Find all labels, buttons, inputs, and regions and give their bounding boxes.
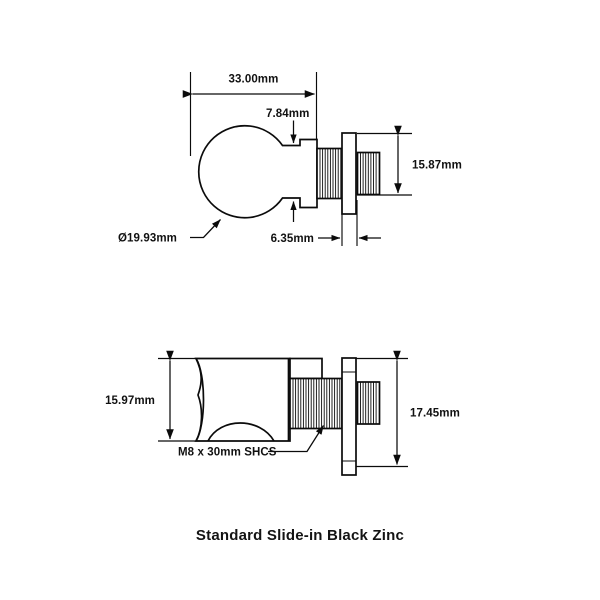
dim-label-flange-height: 15.87mm xyxy=(412,160,462,172)
flange-plate-top xyxy=(341,132,357,215)
body-relief-arc xyxy=(207,422,275,442)
screw-head-outline xyxy=(289,357,323,380)
body-outline xyxy=(194,357,291,442)
dimension-neck-width: 7.84mm xyxy=(266,108,309,222)
dimension-assembly-height: 17.45mm xyxy=(356,350,460,468)
ball-head-outline xyxy=(197,124,318,219)
note-label-fastener: M8 x 30mm SHCS xyxy=(178,447,277,459)
nut-thread-hatch xyxy=(360,382,377,424)
ball-stud-body xyxy=(197,124,318,219)
nut-boss-top xyxy=(356,151,381,196)
shank-thread-hatch xyxy=(319,148,342,199)
drawing-title: Standard Slide-in Black Zinc xyxy=(196,527,404,544)
dimension-overall-length: 33.00mm xyxy=(182,72,318,156)
leader-line xyxy=(190,219,221,239)
dimension-shank-length: 6.35mm xyxy=(271,200,381,246)
dim-label-overall-length: 33.00mm xyxy=(229,74,279,86)
dimension-ball-diameter: Ø19.93mm xyxy=(118,219,221,245)
dim-label-neck-width: 7.84mm xyxy=(266,108,309,120)
side-view-group: 15.97mm M8 x 30mm SHCS 17.45mm xyxy=(105,350,460,476)
nut-thread-hatch xyxy=(360,152,377,195)
shank-thread-hatch xyxy=(292,378,341,429)
nut-boss-bottom xyxy=(356,381,381,425)
slide-in-body xyxy=(194,357,291,442)
dim-label-body-height: 15.97mm xyxy=(105,395,155,407)
m8-threaded-shank xyxy=(289,377,343,430)
screw-head-boss xyxy=(289,357,323,380)
note-fastener-callout: M8 x 30mm SHCS xyxy=(178,425,325,459)
flange-plate-bottom xyxy=(341,357,357,476)
threaded-shank-top xyxy=(316,147,343,200)
flange-outline xyxy=(341,357,357,476)
flange-outline xyxy=(341,132,357,215)
dimension-flange-height: 15.87mm xyxy=(357,125,462,196)
front-view-group: 33.00mm 7.84mm Ø19.93mm 6.35mm xyxy=(118,72,462,246)
dim-label-ball-diameter: Ø19.93mm xyxy=(118,233,177,245)
leader-line xyxy=(268,425,325,453)
dim-label-assembly-height: 17.45mm xyxy=(410,408,460,420)
dim-label-shank-length: 6.35mm xyxy=(271,233,314,245)
body-waist-profile xyxy=(195,358,203,442)
dimension-body-height: 15.97mm xyxy=(105,350,200,442)
